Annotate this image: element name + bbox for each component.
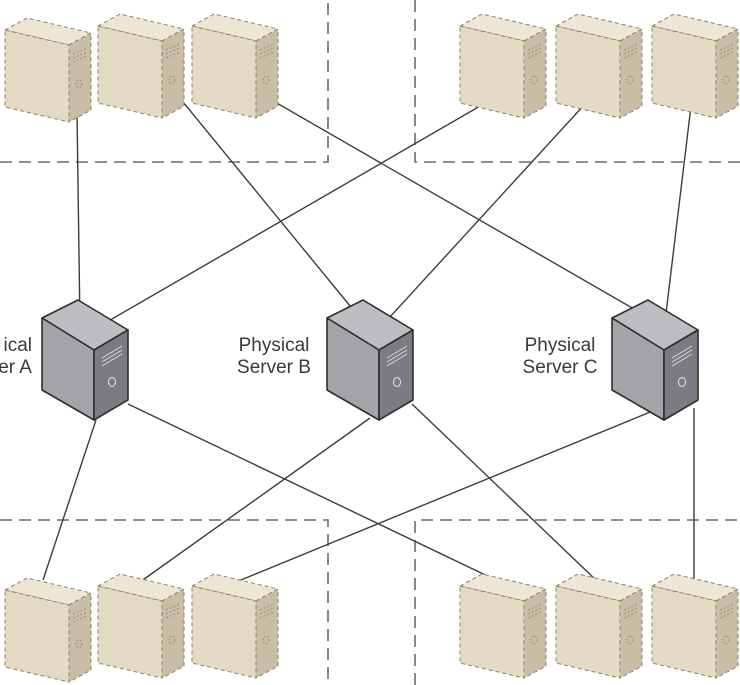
zone-bottom-left	[0, 519, 329, 685]
virtual-server-icon-bottom-left-2	[97, 573, 185, 679]
virtual-server-icon-bottom-right-1	[459, 573, 547, 679]
connection-lines	[42, 101, 695, 583]
virtual-server-icon-top-right-2	[555, 13, 643, 119]
zone-top-right	[414, 0, 740, 163]
server-a-label-line2: er A	[0, 357, 32, 378]
virtual-server-icon-bottom-right-2	[555, 573, 643, 679]
virtual-server-icon-top-left-1	[4, 17, 92, 123]
virtual-server-icon-top-right-3	[651, 13, 739, 119]
physical-server-icon-c	[611, 299, 699, 421]
server-b-label-line2: Server B	[237, 357, 311, 378]
virtual-server-icon-top-left-3	[191, 13, 279, 119]
virtual-server-icon-top-right-1	[459, 13, 547, 119]
virtual-server-icon-top-left-2	[97, 13, 185, 119]
zone-top-left	[0, 0, 329, 163]
connection-line-top-left-1-to-a	[76, 111, 81, 327]
server-a-label-line1: ical	[3, 335, 32, 356]
virtual-server-icon-bottom-left-1	[4, 577, 92, 683]
virtual-server-icon-bottom-left-3	[191, 573, 279, 679]
virtual-machines	[4, 13, 739, 683]
virtual-server-icon-bottom-right-3	[651, 573, 739, 679]
server-c-label-line2: Server C	[523, 357, 598, 378]
connection-line-top-right-1-to-a	[92, 101, 488, 331]
zone-bottom-right	[414, 519, 740, 685]
connection-line-top-right-3-to-c	[663, 105, 692, 331]
connection-line-top-right-2-to-b	[377, 103, 586, 331]
connection-line-bottom-left-3-to-c	[235, 407, 661, 583]
physical-servers	[41, 299, 699, 421]
connection-line-bottom-right-1-to-a	[127, 403, 501, 583]
connection-line-bottom-left-1-to-a	[42, 419, 97, 581]
server-labels: ical er A Physical Server B Physical Ser…	[0, 335, 597, 378]
physical-server-icon-a	[41, 299, 129, 421]
connection-line-top-left-2-to-b	[182, 101, 356, 313]
server-b-label-line1: Physical	[239, 335, 310, 356]
connection-line-bottom-left-2-to-b	[139, 417, 371, 583]
connection-line-top-left-3-to-c	[274, 101, 661, 325]
server-c-label-line1: Physical	[525, 335, 596, 356]
physical-server-icon-b	[326, 299, 414, 421]
connection-line-bottom-right-2-to-b	[411, 403, 599, 583]
